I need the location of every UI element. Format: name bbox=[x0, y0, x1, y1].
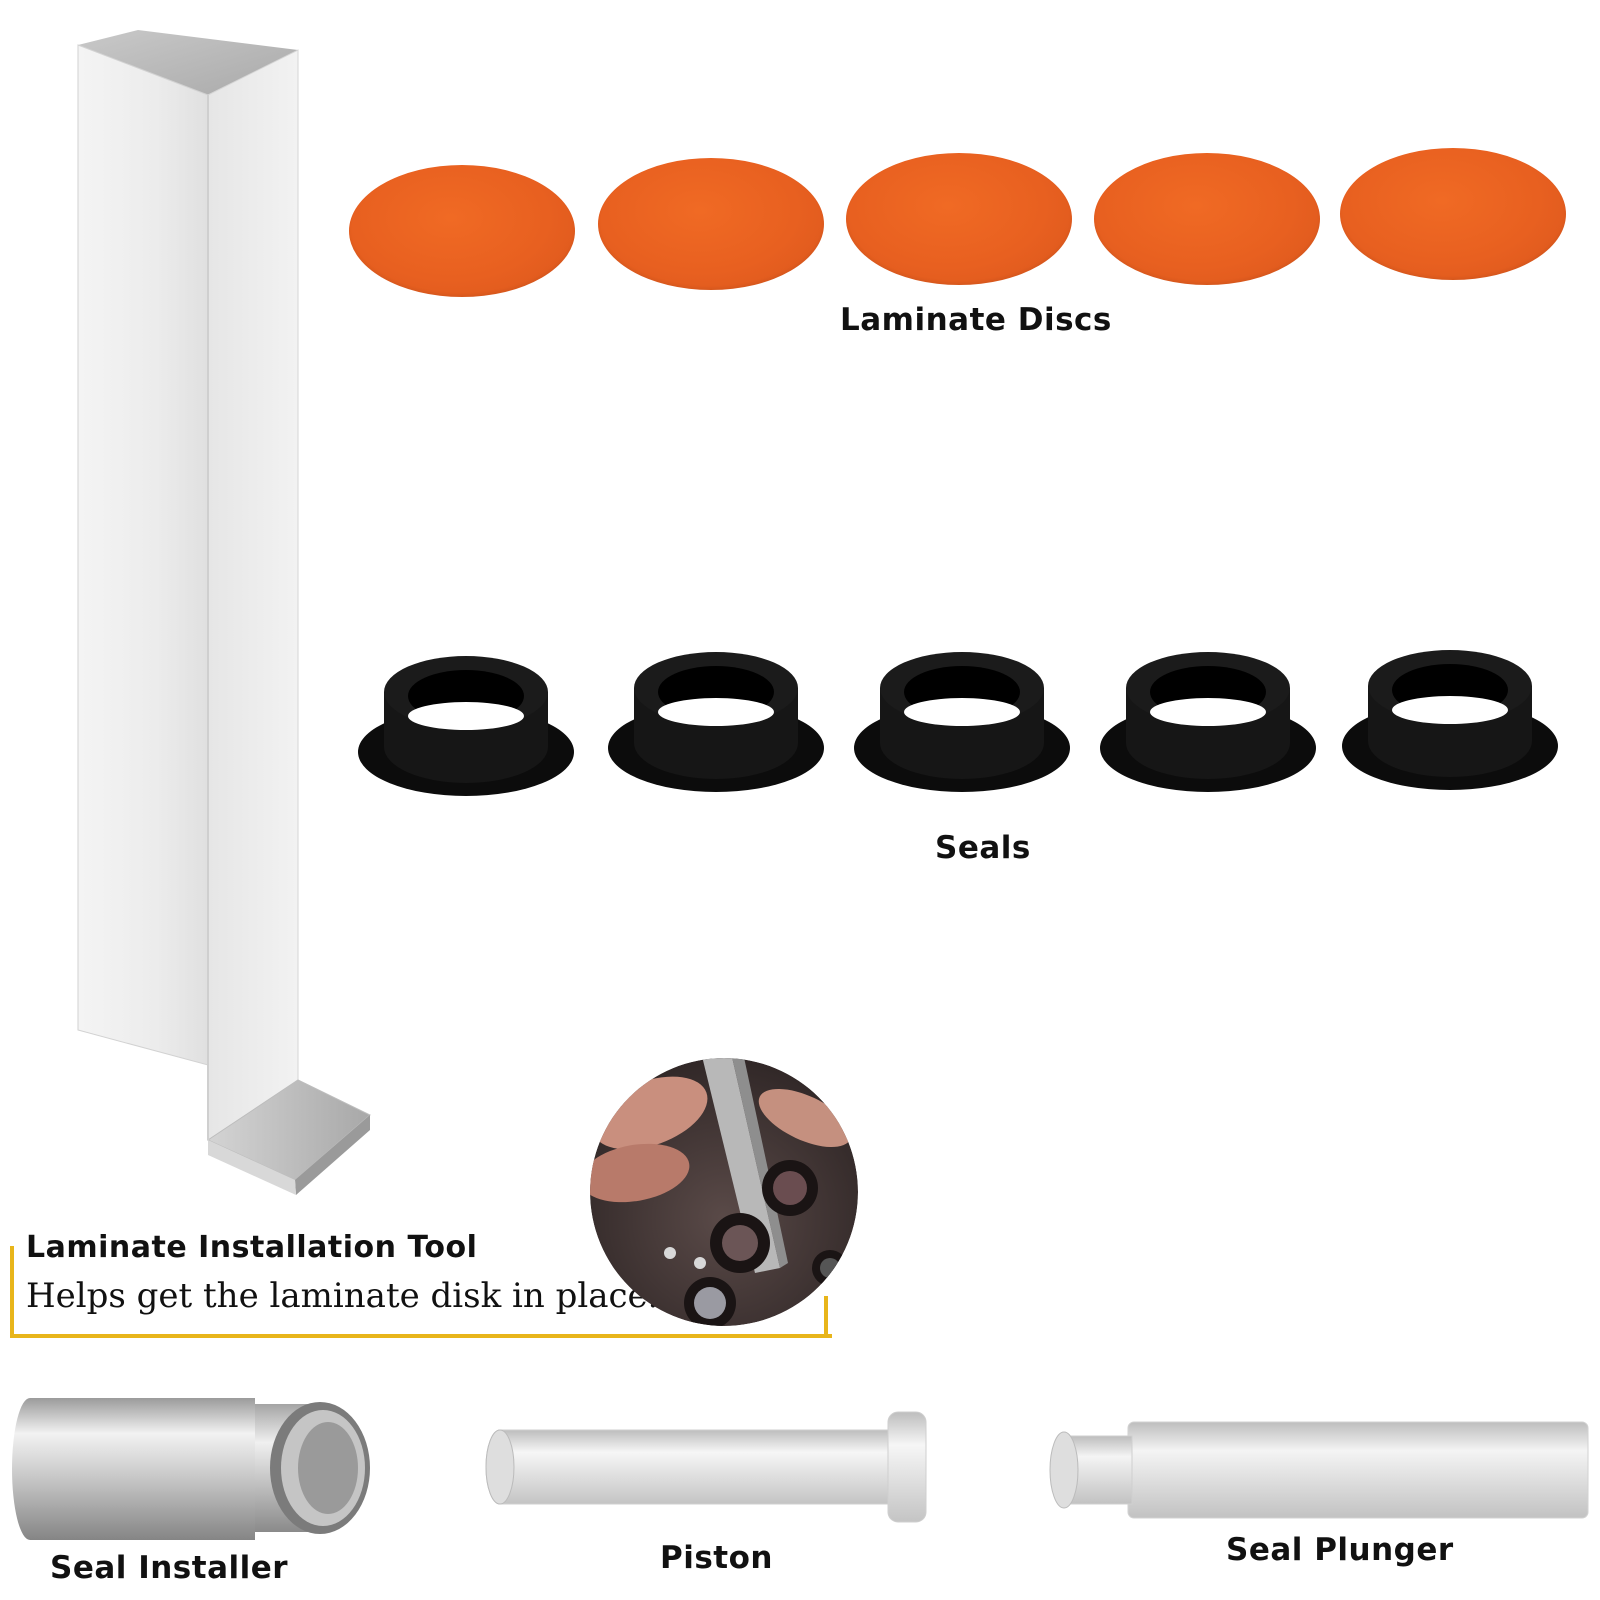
laminate-installation-tool-label: Laminate Installation Tool bbox=[26, 1230, 478, 1265]
tool-usage-inset-photo bbox=[590, 1058, 858, 1326]
laminate-disc bbox=[598, 158, 824, 290]
seal-plunger-label: Seal Plunger bbox=[1226, 1532, 1454, 1568]
seal-plunger-image bbox=[1049, 1421, 1589, 1519]
seal-ring-icon bbox=[608, 652, 824, 792]
laminate-disc bbox=[1094, 153, 1320, 285]
piston-label: Piston bbox=[660, 1540, 773, 1576]
seal-ring-icon bbox=[1100, 652, 1316, 792]
laminate-installation-tool-description: Helps get the laminate disk in place. bbox=[26, 1276, 659, 1316]
seal-ring-icon bbox=[854, 652, 1070, 792]
seal-ring-icon bbox=[358, 656, 574, 796]
laminate-installation-tool-image bbox=[77, 30, 371, 1195]
seal-ring-icon bbox=[1342, 650, 1558, 790]
piston-image bbox=[485, 1411, 927, 1523]
laminate-discs-label: Laminate Discs bbox=[840, 302, 1112, 338]
seal-installer-image bbox=[12, 1398, 370, 1540]
callout-frame bbox=[10, 1246, 832, 1338]
laminate-disc bbox=[846, 153, 1072, 285]
seals-label: Seals bbox=[935, 830, 1031, 866]
callout-frame-tick bbox=[824, 1296, 828, 1334]
laminate-disc bbox=[349, 165, 575, 297]
seal-installer-label: Seal Installer bbox=[50, 1550, 289, 1586]
laminate-disc bbox=[1340, 148, 1566, 280]
